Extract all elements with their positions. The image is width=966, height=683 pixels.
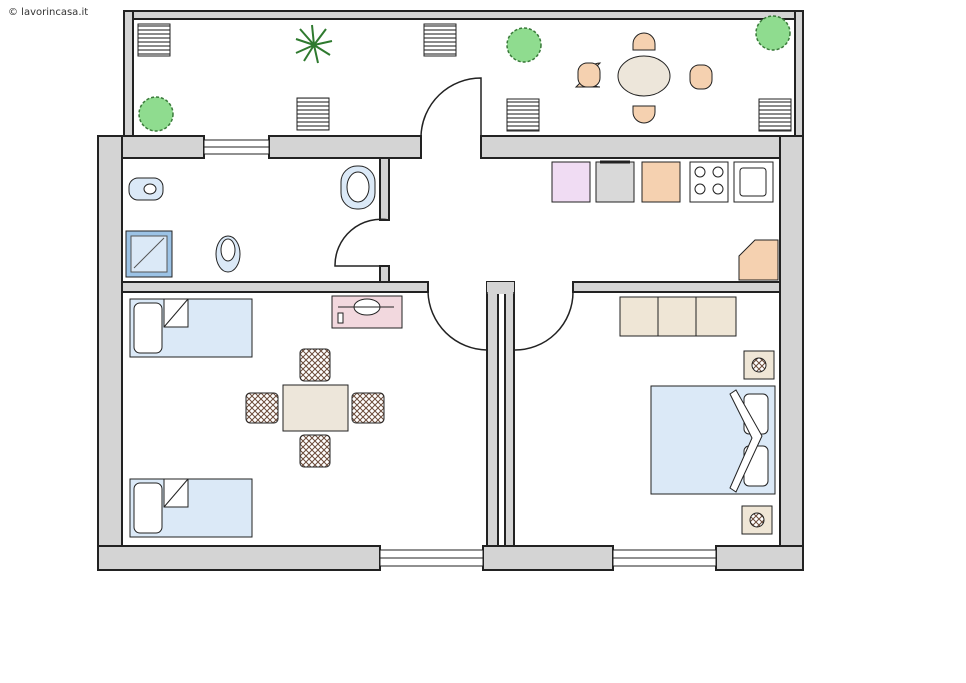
potted-plant-icon [755, 15, 791, 51]
terrace-wall-top [123, 10, 804, 20]
oven-icon [595, 161, 635, 203]
cooktop-icon [689, 161, 729, 203]
twin-bedroom [129, 295, 403, 538]
terrace-wall-right [794, 10, 804, 137]
walls [97, 10, 804, 571]
partition-stub [487, 282, 514, 294]
bathroom-wall-east [379, 157, 390, 221]
kitchen [551, 160, 779, 281]
planter-box [506, 98, 540, 132]
wicker-chair-icon [245, 392, 279, 424]
wicker-chair-icon [299, 348, 331, 382]
door-double-room [513, 291, 574, 351]
double-bedroom [619, 296, 776, 535]
chair-icon [577, 62, 601, 88]
terrace [137, 15, 792, 132]
door-terrace [420, 77, 482, 158]
doors [334, 77, 574, 351]
corner-counter-icon [738, 239, 779, 281]
mid-wall-left [121, 281, 429, 293]
palm-plant-icon [295, 24, 333, 64]
counter-icon [641, 161, 681, 203]
south-wall-c [715, 545, 804, 571]
potted-plant-icon [506, 27, 542, 63]
bathroom [125, 165, 376, 278]
partition-left [486, 281, 499, 547]
door-bathroom [334, 218, 390, 267]
west-wall [97, 135, 123, 571]
mid-wall-right [572, 281, 781, 293]
north-wall-c [480, 135, 804, 159]
south-wall-b [482, 545, 614, 571]
wardrobe-icon [619, 296, 659, 337]
terrace-wall-left [123, 10, 134, 137]
planter-box [137, 23, 171, 57]
chair-icon [632, 105, 656, 124]
wardrobe-icon [657, 296, 697, 337]
chair-icon [632, 32, 656, 51]
chair-icon [689, 64, 713, 90]
dining-table [282, 384, 349, 432]
potted-plant-icon [138, 96, 174, 132]
watermark-text: © lavorincasa.it [8, 7, 89, 18]
wicker-chair-icon [351, 392, 385, 424]
terrace-table [617, 55, 671, 97]
door-twin-room [427, 291, 488, 351]
south-wall-a [97, 545, 381, 571]
partition-right-b [504, 291, 515, 547]
planter-box [296, 97, 330, 131]
east-wall [779, 135, 804, 571]
planter-box [423, 23, 457, 57]
planter-box [758, 98, 792, 132]
north-wall-b [268, 135, 422, 159]
fridge-icon [551, 161, 591, 203]
wicker-chair-icon [299, 434, 331, 468]
windows [203, 139, 717, 567]
wardrobe-icon [695, 296, 737, 337]
